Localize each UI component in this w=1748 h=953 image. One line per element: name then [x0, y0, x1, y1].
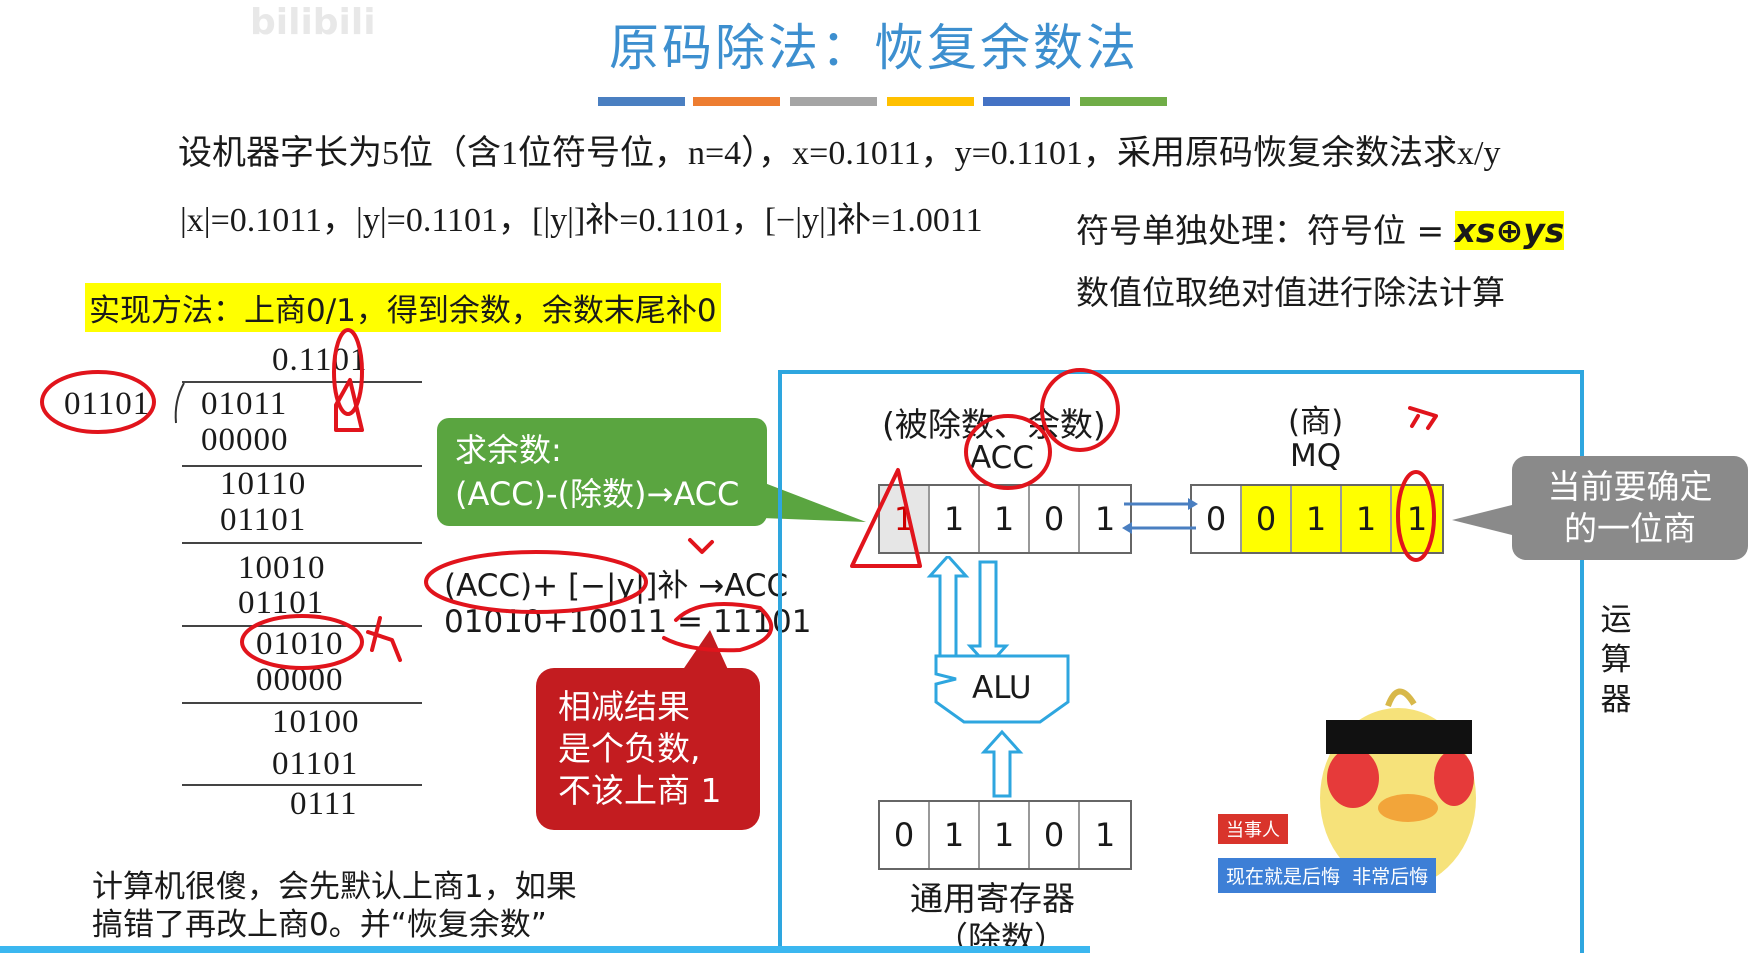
callout-result: 相减结果 是个负数, 不该上商 1 [536, 668, 760, 830]
division-row: 10010 [238, 550, 326, 586]
side-label-char: 运 [1600, 602, 1632, 638]
side-label-char: 器 [1600, 682, 1632, 718]
meme-overlay: 当事人 现在就是后悔 非常后悔 [1218, 678, 1488, 898]
callout-result-line: 是个负数, [558, 729, 701, 768]
division-row: 00000 [201, 422, 289, 458]
sign-note-label: 符号单独处理：符号位 = [1076, 211, 1455, 250]
callout-quotient-line: 的一位商 [1564, 509, 1696, 548]
division-dividend: 01011 [201, 386, 288, 422]
acc-register: 1 1 1 0 1 [878, 484, 1132, 554]
shift-arrows [1122, 498, 1198, 534]
division-top-line [182, 381, 422, 383]
callout-quotient: 当前要确定 的一位商 [1512, 456, 1748, 560]
general-reg-label: 通用寄存器 [910, 879, 1075, 918]
division-line [182, 702, 422, 704]
alu-diagram [926, 556, 1070, 798]
division-row: 10100 [272, 704, 360, 740]
mq-bit: 1 [1292, 486, 1342, 552]
callout-remainder-title: 求余数: [455, 431, 562, 469]
callout-result-line: 相减结果 [558, 687, 690, 726]
bottom-note-line: 搞错了再改上商0。并“恢复余数” [92, 907, 547, 943]
general-reg-bit: 0 [880, 802, 930, 868]
mq-bit: 0 [1242, 486, 1292, 552]
bottom-note: 计算机很傻，会先默认上商1，如果 搞错了再改上商0。并“恢复余数” [92, 868, 577, 944]
division-row: 01101 [272, 746, 359, 782]
division-row: 01101 [238, 585, 325, 621]
method-note: 实现方法：上商0/1，得到余数，余数末尾补0 [85, 283, 721, 332]
title-bar-6 [1080, 97, 1167, 106]
callout-quotient-line: 当前要确定 [1547, 467, 1713, 506]
alu-up-arrow [926, 556, 970, 662]
callout-remainder: 求余数: (ACC)-(除数)→ACC [437, 418, 767, 526]
sign-formula: xs⊕ys [1454, 211, 1565, 250]
overlay-badge: 当事人 [1218, 814, 1288, 844]
general-reg-bit: 0 [1030, 802, 1080, 868]
acc-bit: 1 [880, 486, 930, 552]
title-bar-5 [983, 97, 1070, 106]
division-row: 10110 [220, 466, 307, 502]
callout-remainder-formula: (ACC)-(除数)→ACC [455, 475, 740, 513]
title-bar-4 [887, 97, 974, 106]
mq-bit: 1 [1342, 486, 1392, 552]
page-title: 原码除法：恢复余数法 [609, 19, 1139, 77]
abs-note: 数值位取绝对值进行除法计算 [1076, 273, 1505, 312]
title-bar-1 [598, 97, 685, 106]
general-register: 0 1 1 0 1 [878, 800, 1132, 870]
formula-calc: 01010+10011 = 11101 [444, 604, 812, 640]
general-reg-bit: 1 [930, 802, 980, 868]
callout-quotient-pointer [1452, 504, 1516, 536]
video-progress-line [0, 946, 1090, 953]
division-divisor: 01101 [64, 386, 151, 422]
overlay-subtitle: 现在就是后悔 非常后悔 [1218, 858, 1437, 893]
division-line [182, 784, 422, 786]
values-line: |x|=0.1011，|y|=0.1101，[|y|]补=0.1101，[−|y… [180, 202, 983, 239]
division-row: 0111 [290, 786, 358, 822]
title-bar-3 [790, 97, 877, 106]
alu-shape [934, 654, 1070, 724]
acc-label: ACC [970, 440, 1034, 476]
acc-bit: 1 [980, 486, 1030, 552]
acc-bit: 1 [1094, 500, 1116, 538]
division-line [182, 465, 422, 467]
side-label: 运 算 器 [1598, 600, 1634, 720]
alu-input-arrow [980, 729, 1024, 798]
bottom-note-line: 计算机很傻，会先默认上商1，如果 [92, 869, 577, 905]
division-quotient: 0.1101 [272, 342, 368, 378]
division-row: 01010 [256, 626, 344, 662]
division-row: 01101 [220, 502, 307, 538]
callout-remainder-pointer [762, 482, 866, 522]
alu-label: ALU [972, 670, 1032, 706]
mq-bit: 1 [1392, 486, 1442, 552]
alu-down-arrow [966, 560, 1010, 669]
duck-illustration [1320, 688, 1476, 888]
acc-label-top: (被除数、余数) [882, 405, 1106, 444]
division-bracket [174, 382, 185, 424]
mq-label-top: (商) [1288, 404, 1344, 440]
mq-register: 0 0 1 1 1 [1190, 484, 1444, 554]
alu-panel [778, 370, 1584, 953]
callout-result-line: 不该上商 1 [558, 771, 722, 810]
mq-label: MQ [1290, 438, 1342, 474]
sign-note: 符号单独处理：符号位 = xs⊕ys [1076, 204, 1565, 252]
title-bar-2 [693, 97, 780, 106]
general-reg-bit: 1 [980, 802, 1030, 868]
problem-statement: 设机器字长为5位（含1位符号位，n=4），x=0.1011，y=0.1101，采… [178, 135, 1501, 172]
watermark: bilibili [250, 2, 376, 43]
formula-acc: (ACC)+ [−|y|]补 →ACC [444, 568, 789, 604]
division-row: 00000 [256, 662, 344, 698]
division-line [182, 542, 422, 544]
general-reg-bit: 1 [1094, 816, 1116, 854]
acc-bit: 0 [1030, 486, 1080, 552]
mq-bit: 0 [1192, 486, 1242, 552]
side-label-char: 算 [1600, 642, 1632, 678]
acc-bit: 1 [930, 486, 980, 552]
